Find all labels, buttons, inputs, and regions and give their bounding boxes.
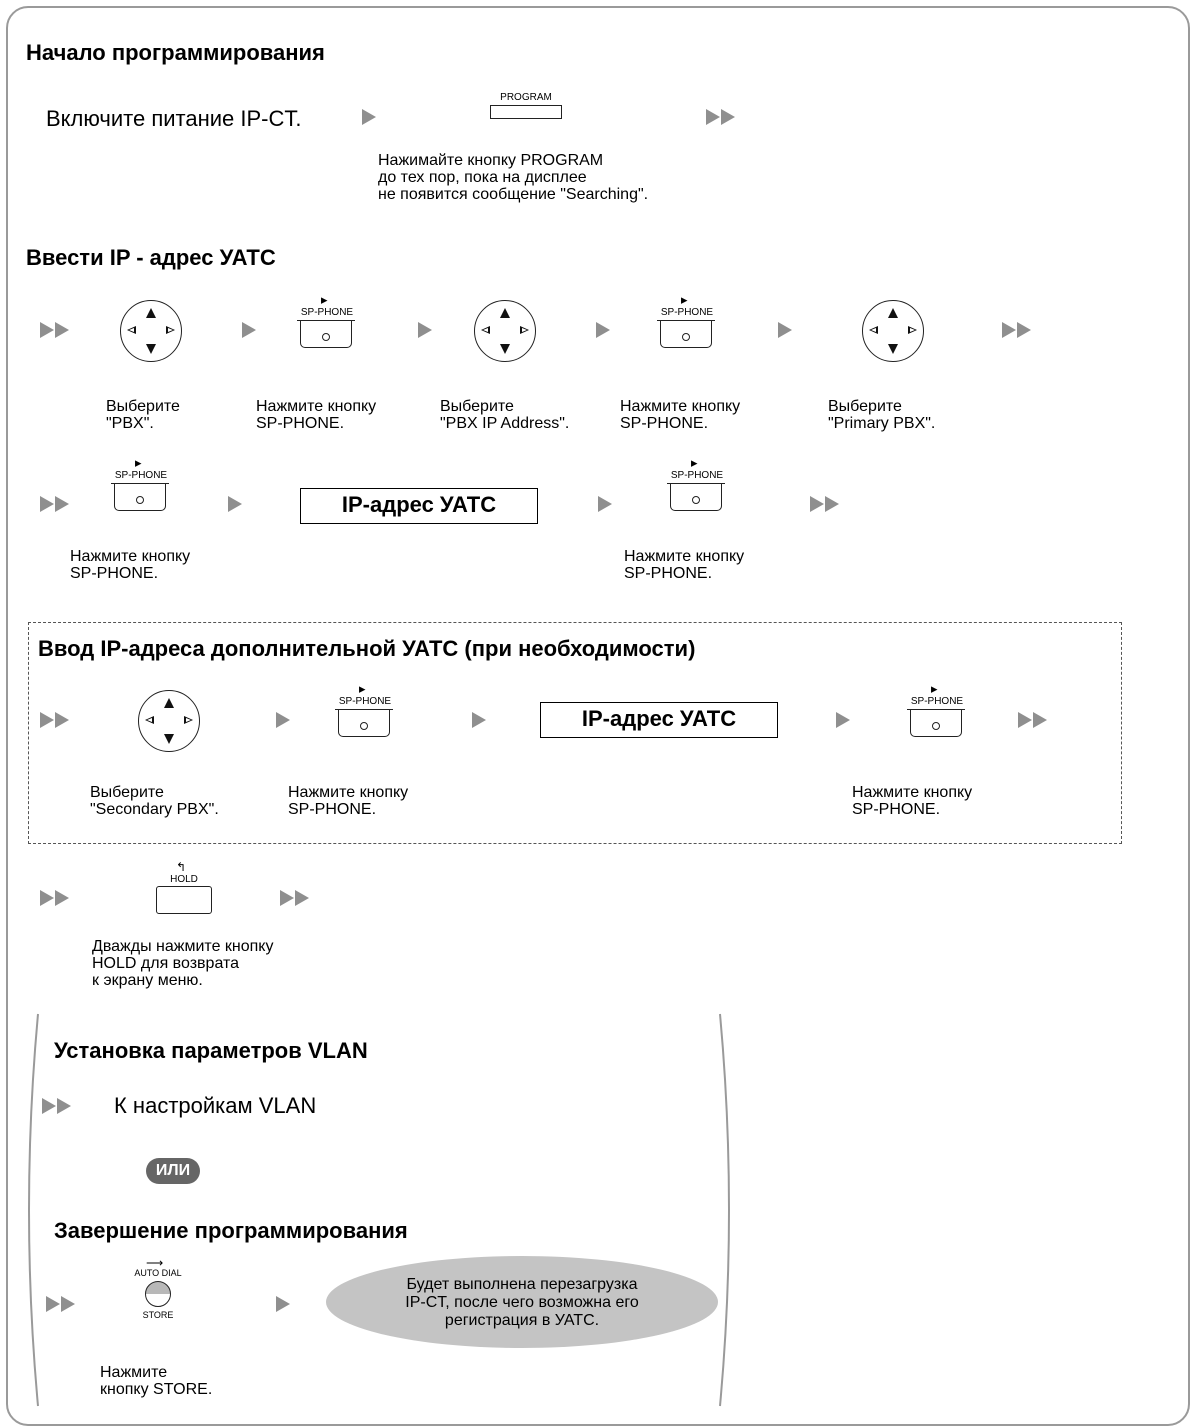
arrow-icon xyxy=(836,712,850,728)
section-title-secondary: Ввод IP-адреса дополнительной УАТС (при … xyxy=(38,636,696,661)
double-arrow-icon xyxy=(280,890,316,906)
navigator-key-icon xyxy=(862,300,924,362)
hold-label: HOLD xyxy=(170,874,198,885)
sp-phone-button: ▸SP-PHONE xyxy=(296,293,358,351)
arrow-icon xyxy=(228,496,242,512)
program-label: PROGRAM xyxy=(500,92,552,103)
auto-dial-label: AUTO DIAL xyxy=(134,1268,182,1278)
double-arrow-icon xyxy=(810,496,846,512)
arrow-icon xyxy=(778,322,792,338)
caption-press-sp: Нажмите кнопку SP-PHONE. xyxy=(620,398,741,432)
caption-press-sp: Нажмите кнопку SP-PHONE. xyxy=(288,784,409,818)
caption-press-sp: Нажмите кнопку SP-PHONE. xyxy=(852,784,973,818)
navigator-key-icon xyxy=(138,690,200,752)
section-title-vlan: Установка параметров VLAN xyxy=(54,1038,368,1063)
speaker-icon: ▸ xyxy=(359,681,366,696)
arrow-icon xyxy=(362,109,376,125)
auto-dial-icon: ⟶ xyxy=(146,1256,164,1270)
secondary-pbx-group xyxy=(28,622,1122,844)
hold-button: ↰ HOLD xyxy=(154,860,214,920)
caption-select-primary: Выберите "Primary PBX". xyxy=(828,398,936,432)
store-key xyxy=(145,1281,171,1307)
double-arrow-icon xyxy=(42,1098,78,1114)
sp-phone-button: ▸SP-PHONE xyxy=(666,456,728,514)
navigator-key-icon xyxy=(474,300,536,362)
power-on-text: Включите питание IP-CT. xyxy=(46,106,302,131)
hold-arrow-icon: ↰ xyxy=(176,860,187,874)
or-badge: ИЛИ xyxy=(146,1158,200,1184)
caption-select-pbx-ip: Выберите "PBX IP Address". xyxy=(440,398,570,432)
double-arrow-icon xyxy=(40,496,76,512)
options-bracket xyxy=(28,1013,730,1407)
program-caption: Нажимайте кнопку PROGRAM до тех пор, пок… xyxy=(378,152,649,203)
navigator-key-icon xyxy=(120,300,182,362)
sp-phone-button: ▸SP-PHONE xyxy=(110,456,172,514)
speaker-icon: ▸ xyxy=(135,455,142,470)
double-arrow-icon xyxy=(40,712,76,728)
double-arrow-icon xyxy=(1002,322,1038,338)
section-title-enter-ip: Ввести IP - адрес УАТС xyxy=(26,245,276,270)
sp-phone-button: ▸SP-PHONE xyxy=(656,293,718,351)
speaker-icon: ▸ xyxy=(321,292,328,307)
store-label: STORE xyxy=(142,1310,174,1320)
caption-hold-twice: Дважды нажмите кнопку HOLD для возврата … xyxy=(92,938,274,989)
speaker-icon: ▸ xyxy=(931,681,938,696)
section-title-start: Начало программирования xyxy=(26,40,325,65)
hold-key xyxy=(156,886,212,914)
speaker-icon: ▸ xyxy=(691,455,698,470)
arrow-icon xyxy=(472,712,486,728)
caption-select-secondary: Выберите "Secondary PBX". xyxy=(90,784,219,818)
program-key xyxy=(490,105,562,119)
double-arrow-icon xyxy=(40,322,76,338)
caption-press-sp: Нажмите кнопку SP-PHONE. xyxy=(624,548,745,582)
ip-address-box: IP-адрес УАТС xyxy=(300,488,538,524)
caption-press-sp: Нажмите кнопку SP-PHONE. xyxy=(256,398,377,432)
double-arrow-icon xyxy=(1018,712,1054,728)
reboot-note: Будет выполнена перезагрузка IP-CT, посл… xyxy=(326,1256,718,1348)
double-arrow-icon xyxy=(46,1296,82,1312)
caption-press-store: Нажмите кнопку STORE. xyxy=(100,1364,213,1398)
program-button: PROGRAM xyxy=(488,92,564,128)
section-title-finish: Завершение программирования xyxy=(54,1218,408,1243)
sp-phone-button: ▸SP-PHONE xyxy=(906,682,968,740)
ip-address-box: IP-адрес УАТС xyxy=(540,702,778,738)
vlan-link-text: К настройкам VLAN xyxy=(114,1093,317,1118)
arrow-icon xyxy=(418,322,432,338)
arrow-icon xyxy=(242,322,256,338)
caption-press-sp: Нажмите кнопку SP-PHONE. xyxy=(70,548,191,582)
arrow-icon xyxy=(276,712,290,728)
store-button: ⟶ AUTO DIAL STORE xyxy=(128,1256,188,1326)
sp-phone-button: ▸SP-PHONE xyxy=(334,682,396,740)
double-arrow-icon xyxy=(706,109,742,125)
double-arrow-icon xyxy=(40,890,76,906)
caption-select-pbx: Выберите "PBX". xyxy=(106,398,180,432)
arrow-icon xyxy=(276,1296,290,1312)
arrow-icon xyxy=(596,322,610,338)
speaker-icon: ▸ xyxy=(681,292,688,307)
arrow-icon xyxy=(598,496,612,512)
